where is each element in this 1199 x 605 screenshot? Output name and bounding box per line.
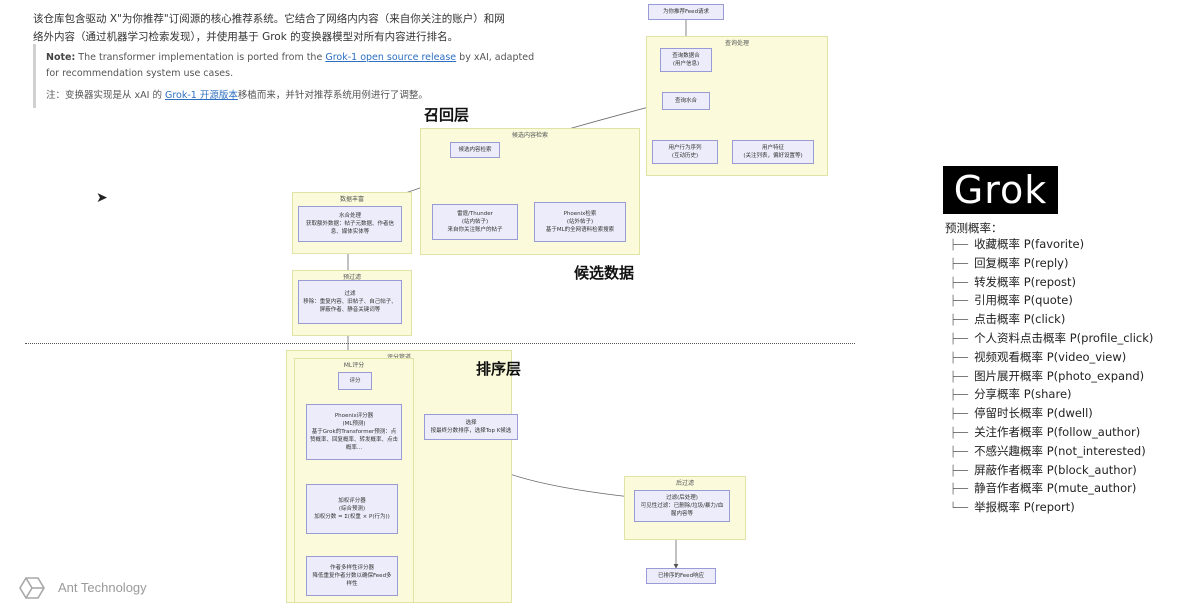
- tree-branch-icon: ├──: [950, 409, 969, 421]
- weighted-scorer-node: 加权评分器 (综合预测) 加权分数 = Σ(权重 × P(行为)): [306, 484, 398, 534]
- probability-item: ├── 关注作者概率 P(follow_author): [950, 424, 1153, 443]
- probability-label: 举报概率 P(report): [974, 500, 1075, 515]
- final-feed-node: 已排序的Feed响应: [646, 568, 716, 584]
- probability-label: 分享概率 P(share): [974, 387, 1072, 402]
- candidate-retrieval-node: 候选内容检索: [450, 142, 500, 158]
- probability-label: 图片展开概率 P(photo_expand): [974, 368, 1145, 383]
- user-action-seq-node: 用户行为序列 (互动历史): [652, 140, 718, 164]
- probability-item: ├── 点击概率 P(click): [950, 311, 1153, 330]
- probability-item: ├── 引用概率 P(quote): [950, 292, 1153, 311]
- probability-item: ├── 不感兴趣概率 P(not_interested): [950, 443, 1153, 462]
- postfilter-node: 过滤(后处理) 可见性过滤：已删除/垃圾/暴力/血腥内容等: [634, 490, 730, 522]
- query-features-node: 查询水合: [662, 92, 710, 110]
- tree-branch-icon: ├──: [950, 427, 969, 439]
- diversity-scorer-node: 作者多样性评分器 降低重复作者分数以确保Feed多样性: [306, 556, 398, 596]
- tree-branch-icon: ├──: [950, 446, 969, 458]
- tree-branch-icon: ├──: [950, 315, 969, 327]
- hydration-group-title: 数据丰富: [339, 196, 364, 203]
- score-node: 评分: [338, 372, 372, 390]
- probability-label: 关注作者概率 P(follow_author): [974, 424, 1141, 439]
- feed-request-node: 为你推荐Feed请求: [648, 4, 724, 20]
- probability-label: 点击概率 P(click): [974, 312, 1066, 327]
- tree-branch-icon: ├──: [950, 240, 969, 251]
- probability-item: ├── 收藏概率 P(favorite): [950, 236, 1153, 255]
- prefilter-group-title: 预过滤: [342, 274, 361, 281]
- probability-label: 回复概率 P(reply): [974, 255, 1069, 270]
- tree-branch-icon: ├──: [950, 390, 969, 402]
- probability-label: 引用概率 P(quote): [974, 293, 1073, 308]
- probability-label: 不感兴趣概率 P(not_interested): [974, 443, 1146, 458]
- user-features-node: 用户特征 (关注列表，偏好设置等): [732, 140, 814, 164]
- probability-label: 静音作者概率 P(mute_author): [974, 481, 1137, 496]
- candidate-group-title: 候选内容检索: [511, 132, 548, 139]
- probability-item: ├── 个人资料点击概率 P(profile_click): [950, 330, 1153, 349]
- probability-label: 转发概率 P(repost): [974, 274, 1077, 289]
- mouse-cursor-icon: ➤: [96, 190, 108, 206]
- probability-label: 视频观看概率 P(video_view): [974, 349, 1127, 364]
- probability-item: ├── 屏蔽作者概率 P(block_author): [950, 462, 1153, 481]
- ant-logo-icon: [18, 575, 48, 605]
- selection-node: 选择 按最终分数排序，选择Top K候选: [424, 414, 518, 440]
- note-en-pre: The transformer implementation is ported…: [75, 52, 326, 63]
- tree-branch-icon: ├──: [950, 277, 969, 289]
- tree-branch-icon: ├──: [950, 484, 969, 496]
- tree-branch-icon: └──: [950, 503, 969, 515]
- note-label: Note:: [46, 52, 76, 63]
- candidate-data-label: 候选数据: [574, 264, 635, 282]
- ml-scoring-group-title: ML评分: [343, 362, 365, 369]
- prediction-probability-list: ├── 收藏概率 P(favorite) ├── 回复概率 P(reply) ├── 转发…: [950, 236, 1153, 518]
- note-block: Note: The transformer implementation is …: [33, 44, 546, 108]
- tree-branch-icon: ├──: [950, 465, 969, 477]
- tree-branch-icon: ├──: [950, 296, 969, 308]
- tree-branch-icon: ├──: [950, 333, 969, 345]
- note-en-post: by xAI, adapted for recommendation syste…: [46, 52, 535, 79]
- note-chinese: 注：变换器实现是从 xAI 的 Grok-1 开源版本移植而来，并针对推荐系统用…: [46, 88, 546, 104]
- ranking-layer-label: 排序层: [476, 360, 522, 378]
- probability-item: ├── 停留时长概率 P(dwell): [950, 405, 1153, 424]
- probability-item: └── 举报概率 P(report): [950, 499, 1153, 518]
- tree-branch-icon: ├──: [950, 258, 969, 270]
- probability-item: ├── 分享概率 P(share): [950, 386, 1153, 405]
- phoenix-retrieval-node: Phoenix检索 (站外帖子) 基于ML的全网语料检索搜索: [534, 202, 626, 242]
- scoring-group-title: 评分管道: [287, 352, 511, 361]
- thunder-node: 雷霆/Thunder (站内帖子) 来自你关注账户的帖子: [432, 204, 518, 240]
- query-group-title: 查询处理: [724, 40, 749, 47]
- probability-label: 屏蔽作者概率 P(block_author): [974, 462, 1137, 477]
- postfilter-group-title: 后过滤: [675, 480, 694, 487]
- probability-item: ├── 静音作者概率 P(mute_author): [950, 480, 1153, 499]
- probability-label: 个人资料点击概率 P(profile_click): [974, 330, 1154, 345]
- prefilter-node: 过滤 移除：重复内容、旧帖子、自己帖子、屏蔽作者、静音关键词等: [298, 280, 402, 324]
- hydration-node: 水合处理 获取额外数据：帖子元数据、作者信息、媒体实体等: [298, 206, 402, 242]
- tree-branch-icon: ├──: [950, 371, 969, 383]
- phoenix-scorer-node: Phoenix评分器 (ML预测) 基于Grok的Transformer预测：点…: [306, 404, 402, 460]
- grok-release-link[interactable]: Grok-1 open source release: [325, 52, 457, 63]
- probability-item: ├── 回复概率 P(reply): [950, 255, 1153, 274]
- intro-paragraph: 该仓库包含驱动 X"为你推荐"订阅源的核心推荐系统。它结合了网络内内容（来自你关…: [33, 13, 505, 43]
- note-zh-pre: 注：变换器实现是从 xAI 的: [46, 90, 165, 101]
- note-zh-post: 移植而来，并针对推荐系统用例进行了调整。: [237, 90, 428, 101]
- probability-label: 收藏概率 P(favorite): [974, 237, 1085, 251]
- grok-release-link-zh[interactable]: Grok-1 开源版本: [164, 90, 238, 101]
- brand-name: Ant Technology: [58, 580, 147, 595]
- probability-item: ├── 图片展开概率 P(photo_expand): [950, 368, 1153, 387]
- probability-item: ├── 转发概率 P(repost): [950, 274, 1153, 293]
- query-hydration-node: 查询数据合 (用户信息): [660, 48, 712, 72]
- tree-branch-icon: ├──: [950, 352, 969, 364]
- grok-logo: Grok: [943, 166, 1058, 214]
- probability-item: ├── 视频观看概率 P(video_view): [950, 349, 1153, 368]
- recall-layer-label: 召回层: [424, 106, 470, 124]
- prediction-probability-title: 预测概率：: [945, 221, 1003, 235]
- note-english: Note: The transformer implementation is …: [46, 50, 546, 82]
- layer-divider: [25, 343, 855, 344]
- probability-label: 停留时长概率 P(dwell): [974, 406, 1093, 421]
